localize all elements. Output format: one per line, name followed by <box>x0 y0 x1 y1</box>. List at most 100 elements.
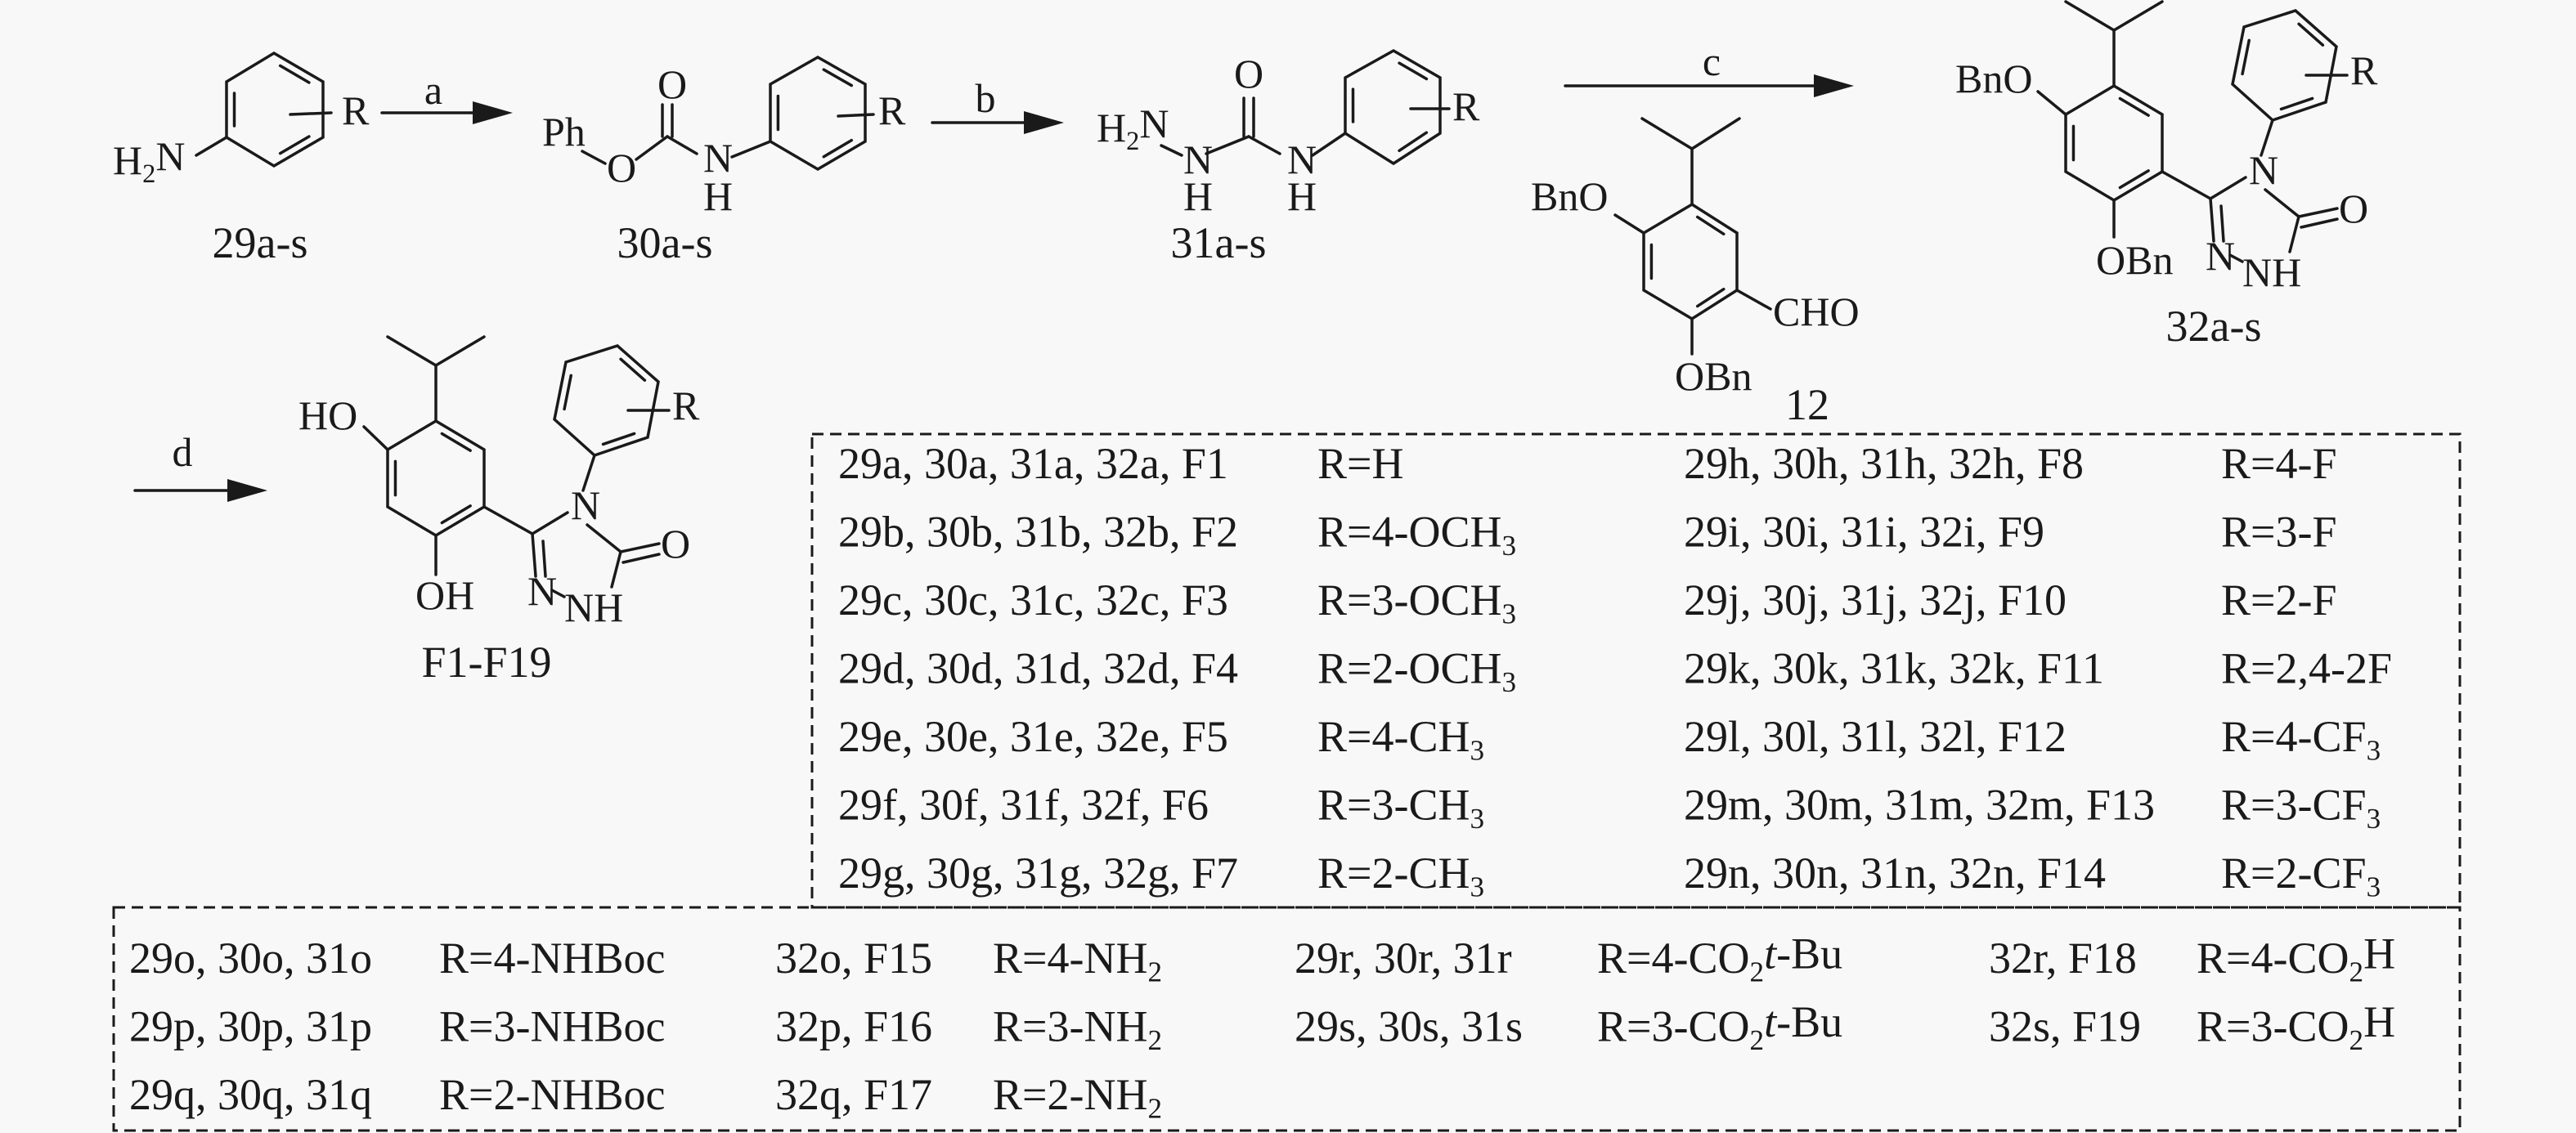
compound-ids: 29g, 30g, 31g, 32g, F7 <box>838 849 1238 898</box>
r-substituent: R=4-NH2 <box>993 934 1162 988</box>
c31-nitrogen-1: N <box>1183 137 1213 182</box>
compound-ids: 29a, 30a, 31a, 32a, F1 <box>838 439 1228 488</box>
compound-ids: 32p, F16 <box>775 1002 932 1051</box>
c32-r-group: R <box>2350 47 2378 93</box>
reagent-label-a: a <box>424 67 442 113</box>
compound-ids: 29k, 30k, 31k, 32k, F11 <box>1684 644 2104 693</box>
bond <box>635 135 669 161</box>
c32-benzyloxy-bottom: OBn <box>2096 237 2173 283</box>
r-substituent: R=2-OCH3 <box>1317 644 1516 699</box>
bond <box>531 532 537 578</box>
bond-lines <box>195 0 2349 598</box>
substituent-table-lower-border <box>112 906 2462 1132</box>
bond <box>434 335 486 367</box>
r-substituent: R=4-CH3 <box>1317 712 1484 767</box>
bond <box>278 135 311 155</box>
bond <box>822 138 854 159</box>
r-substituent: R=2-CH3 <box>1317 849 1484 903</box>
compound-ids: 29j, 30j, 31j, 32j, F10 <box>1684 575 2067 625</box>
f-hydroxy-top: HO <box>298 392 357 438</box>
c29-benzene-ring <box>225 51 325 168</box>
c31-amine: H2N <box>1097 101 1169 156</box>
bond <box>2279 96 2314 111</box>
compound-ids: 29q, 30q, 31q <box>129 1070 372 1119</box>
c30-phenyl: Ph <box>542 109 586 154</box>
bond <box>601 432 636 446</box>
bond <box>619 357 647 382</box>
c31-benzene-ring <box>1344 48 1442 166</box>
bond <box>1735 289 1772 311</box>
c12-label: 12 <box>1785 380 1829 429</box>
compound-ids: 32r, F18 <box>1989 934 2137 983</box>
bond <box>1613 213 1645 235</box>
bond <box>386 335 438 367</box>
c32-skeleton <box>2036 0 2349 263</box>
compound-ids: 29i, 30i, 31i, 32i, F9 <box>1684 508 2044 557</box>
r-substituent: R=4-CO2t-Bu <box>1597 929 1842 987</box>
r-substituent: R=3-CH3 <box>1317 781 1484 835</box>
c30-carbonyl-oxygen: O <box>657 61 687 107</box>
central-benzene-ring <box>2064 83 2164 203</box>
compound-ids: 29c, 30c, 31c, 32c, F3 <box>838 575 1228 625</box>
compound-ids: 29o, 30o, 31o <box>129 934 372 983</box>
bond <box>1247 135 1281 155</box>
f-nitrogen-4: N <box>571 482 600 528</box>
compound-ids: 29p, 30p, 31p <box>129 1002 372 1051</box>
bond <box>289 111 333 116</box>
c30-label: 30a-s <box>617 218 713 267</box>
f-skeleton <box>362 335 671 598</box>
bond <box>610 550 622 589</box>
compound-ids: 29e, 30e, 31e, 32e, F5 <box>838 712 1228 761</box>
compound-ids: 29b, 30b, 31b, 32b, F2 <box>838 508 1238 557</box>
bond <box>2264 188 2300 218</box>
reagent-label-c: c <box>1703 38 1721 84</box>
f-hydroxy-bottom: OH <box>415 572 474 618</box>
c31-oxygen: O <box>1234 51 1263 96</box>
bond <box>2161 170 2212 200</box>
arrow-d <box>133 479 267 502</box>
bond <box>2260 119 2274 157</box>
bond <box>2297 22 2325 47</box>
c32-benzyloxy-top: BnO <box>1955 56 2032 101</box>
bond <box>1311 132 1347 157</box>
bond <box>1695 287 1726 308</box>
compound-ids: 29r, 30r, 31r <box>1295 934 1512 983</box>
bond <box>586 523 622 553</box>
compound-ids: 29h, 30h, 31h, 32h, F8 <box>1684 439 2084 488</box>
compound-ids: 29l, 30l, 31l, 32l, F12 <box>1684 712 2067 761</box>
c30-nitrogen: N <box>703 135 733 181</box>
c30-r-group: R <box>878 87 906 133</box>
bond <box>619 542 661 553</box>
c31-hydrogen-1: H <box>1183 173 1213 219</box>
bond <box>440 504 472 525</box>
bond <box>2118 169 2150 190</box>
bond <box>563 374 573 411</box>
compound-ids: 29m, 30m, 31m, 32m, F13 <box>1684 781 2155 830</box>
bond <box>1398 61 1429 81</box>
f-nitrogen-2: N <box>527 568 557 614</box>
bond <box>2064 0 2116 32</box>
f-label: F1-F19 <box>421 638 551 687</box>
bond <box>581 150 607 165</box>
r-substituent: R=2-F <box>2221 575 2337 625</box>
c12-aldehyde: CHO <box>1773 289 1860 334</box>
compound-ids: 29f, 30f, 31f, 32f, F6 <box>838 781 1209 830</box>
c31-r-group: R <box>1452 83 1480 129</box>
c32-nitrogen-4: N <box>2249 147 2278 193</box>
bond <box>362 425 389 451</box>
arrow-b <box>931 111 1064 134</box>
bond <box>2112 0 2164 32</box>
n-aryl-ring <box>2231 9 2338 122</box>
c30-ester-oxygen: O <box>607 145 636 190</box>
bond <box>622 553 661 564</box>
f-r-group: R <box>672 383 700 428</box>
compound-ids: 32q, F17 <box>775 1070 932 1119</box>
compound-ids: 29n, 30n, 31n, 32n, F14 <box>1684 849 2106 898</box>
bond <box>1205 135 1250 155</box>
central-benzene-ring <box>386 419 486 538</box>
bond <box>2209 197 2215 243</box>
bond <box>1160 144 1183 157</box>
bond <box>278 64 311 84</box>
c32-nitrogen-2: N <box>2206 233 2235 279</box>
